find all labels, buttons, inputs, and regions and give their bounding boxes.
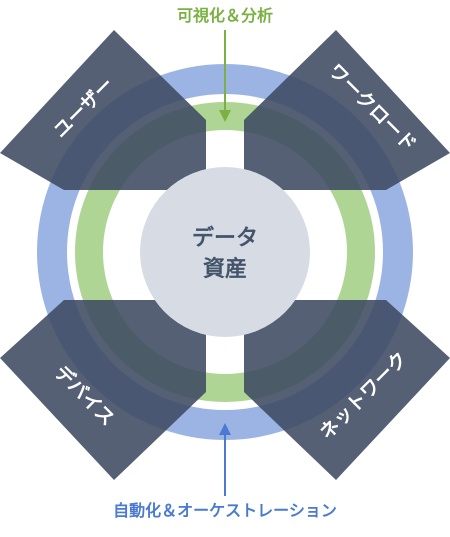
bottom-arrow-head bbox=[219, 423, 231, 435]
bottom-caption: 自動化＆オーケストレーション bbox=[113, 501, 337, 520]
pillar-devices bbox=[0, 300, 206, 480]
pillar-workloads bbox=[244, 30, 450, 190]
pillar-network bbox=[244, 300, 450, 480]
data-assets-disc bbox=[140, 167, 310, 337]
top-caption: 可視化＆分析 bbox=[177, 6, 273, 25]
pillars bbox=[0, 30, 450, 480]
top-arrow-head bbox=[219, 110, 231, 122]
center-label-line2: 資産 bbox=[203, 256, 247, 282]
pillar-users bbox=[0, 30, 206, 190]
center-label-line1: データ bbox=[192, 225, 258, 251]
